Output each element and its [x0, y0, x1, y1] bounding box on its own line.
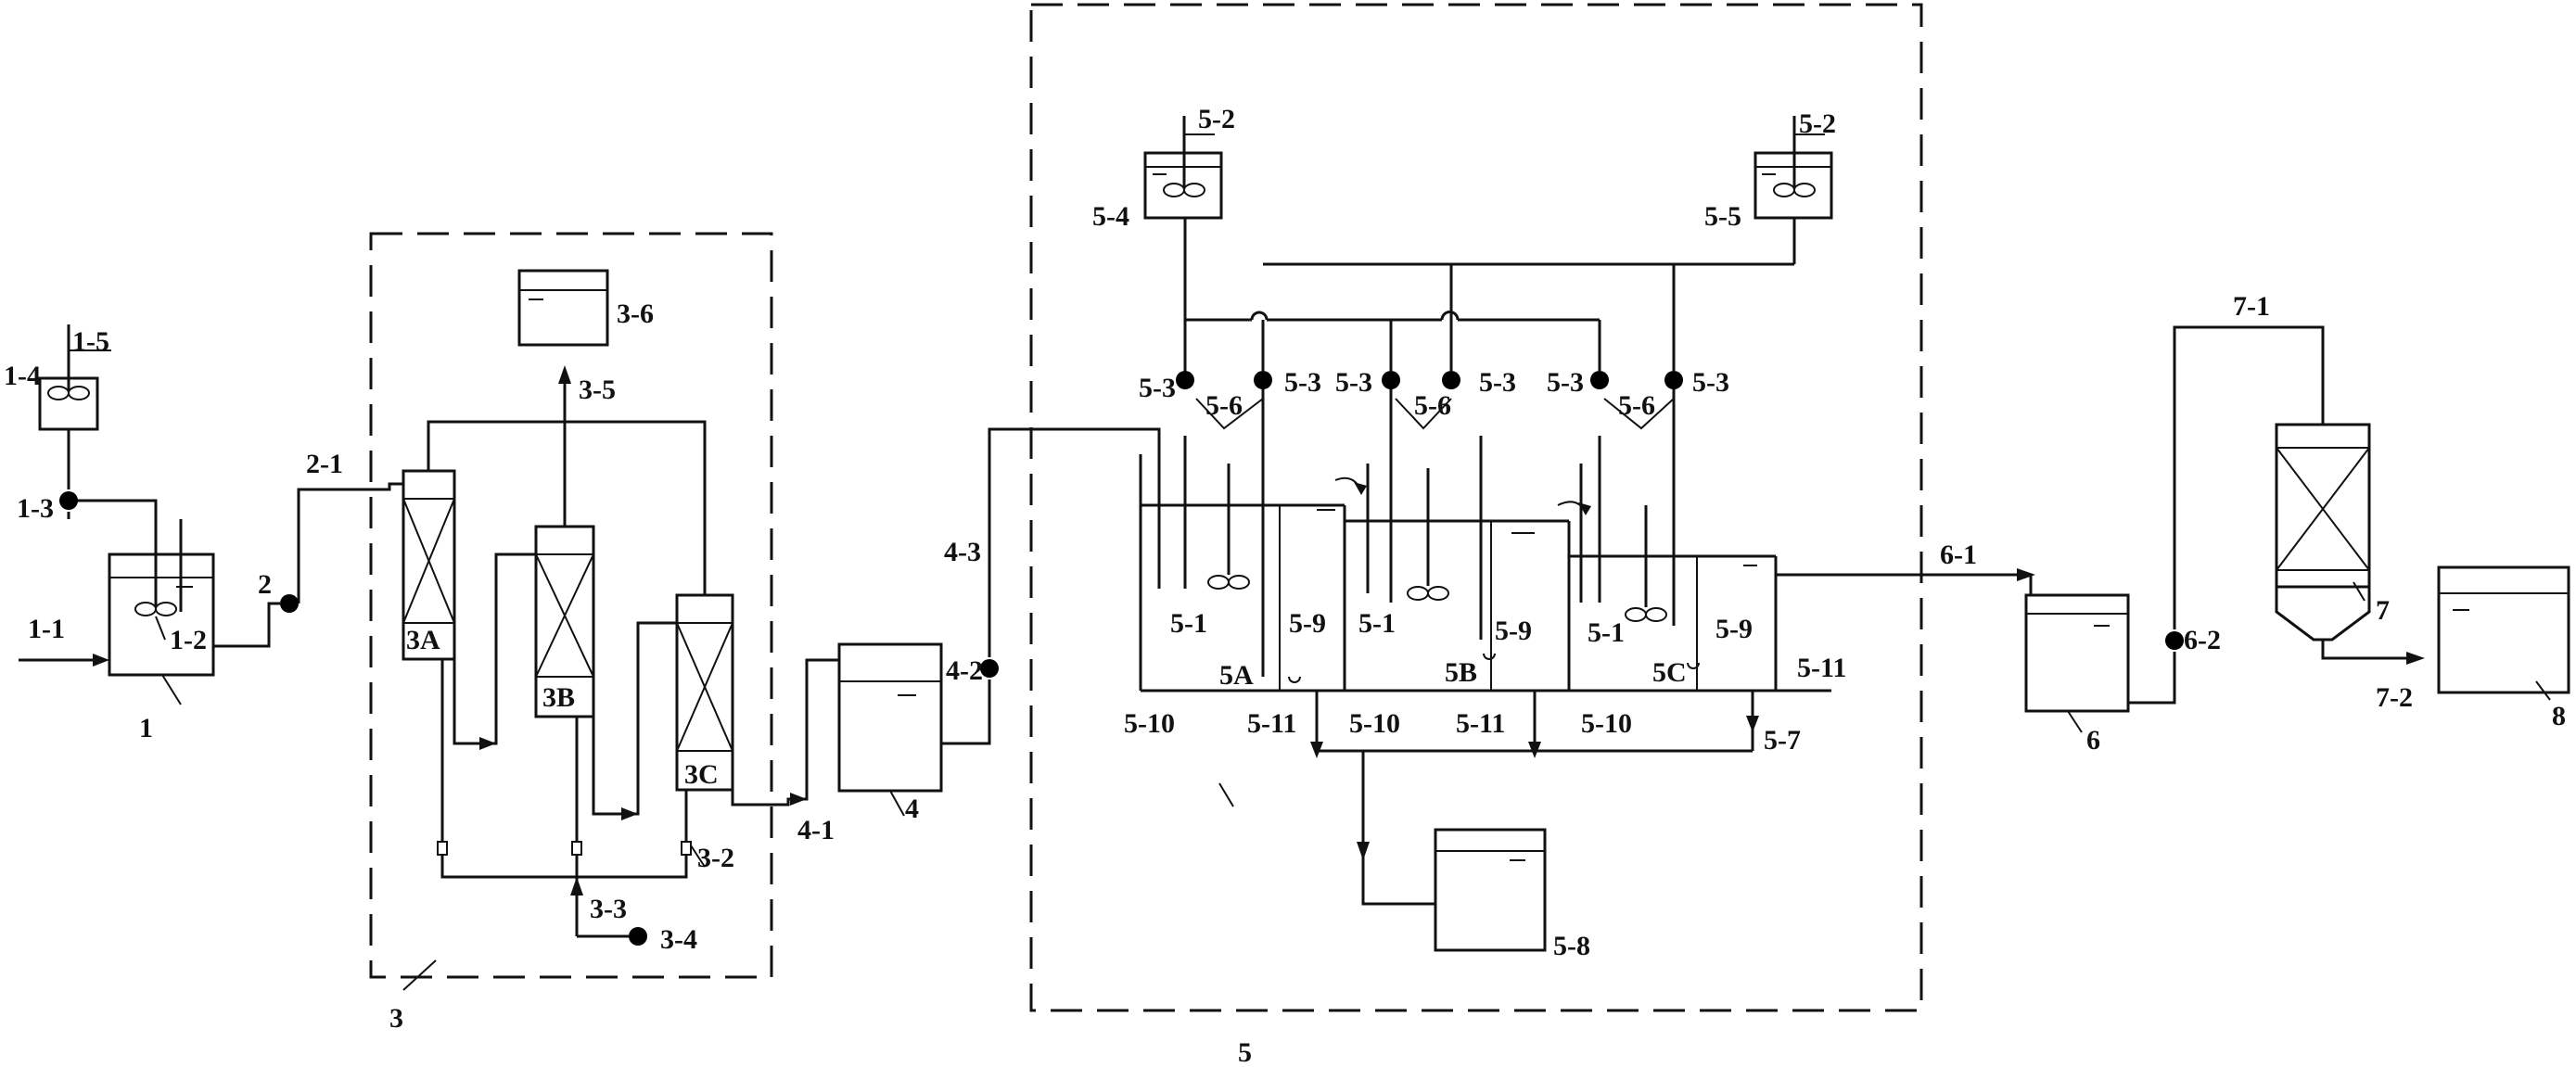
label-8: 8	[2552, 701, 2566, 731]
label-7-2: 7-2	[2376, 682, 2413, 713]
pump-5-3-icon	[1176, 371, 1194, 389]
label-5-3-f: 5-3	[1692, 367, 1729, 398]
label-4: 4	[905, 794, 919, 824]
label-5-2-a: 5-2	[1198, 104, 1235, 134]
label-5-5: 5-5	[1704, 201, 1741, 232]
label-5-11-b: 5-11	[1456, 708, 1505, 739]
label-3-4: 3-4	[660, 924, 697, 955]
label-5-6-b: 5-6	[1414, 390, 1451, 421]
label-3C: 3C	[684, 759, 719, 790]
label-5-3-c: 5-3	[1335, 367, 1372, 398]
label-1-3: 1-3	[17, 493, 54, 524]
unit-7-column	[2275, 423, 2425, 665]
label-5-6-a: 5-6	[1205, 390, 1243, 421]
label-3: 3	[389, 1003, 403, 1034]
pump-1-3-icon	[59, 491, 78, 510]
label-5-1-c: 5-1	[1588, 617, 1625, 648]
label-6-1: 6-1	[1940, 540, 1977, 570]
unit-4-tank	[837, 427, 1161, 817]
label-3-5: 3-5	[579, 375, 616, 405]
label-5-2-b: 5-2	[1799, 108, 1836, 139]
label-5-10-a: 5-10	[1124, 708, 1175, 739]
unit-3-column-system	[369, 232, 839, 991]
label-5-3-a: 5-3	[1139, 373, 1176, 403]
leader-5	[1218, 782, 1234, 807]
label-3A: 3A	[406, 625, 440, 655]
label-5-8: 5-8	[1553, 931, 1590, 961]
label-2-1: 2-1	[306, 449, 343, 479]
label-6: 6	[2086, 725, 2100, 756]
label-4-1: 4-1	[797, 815, 835, 845]
label-5-7: 5-7	[1764, 725, 1801, 756]
label-5-11-c: 5-11	[1797, 653, 1846, 683]
label-5-3-b: 5-3	[1284, 367, 1321, 398]
label-5-9-c: 5-9	[1715, 614, 1753, 644]
label-5-10-c: 5-10	[1581, 708, 1632, 739]
pump-5-3-icon	[1664, 371, 1683, 389]
inlet-arrow-icon	[93, 654, 109, 667]
labels: 1 1-1 1-2 1-3 1-4 1-5 2 2-1 3 3A 3B 3C 3…	[4, 104, 2566, 1067]
unit-8-tank	[2437, 565, 2570, 701]
label-1-2: 1-2	[170, 625, 207, 655]
label-3B: 3B	[542, 682, 575, 713]
label-4-3: 4-3	[944, 537, 981, 567]
label-5-11-a: 5-11	[1247, 708, 1296, 739]
pump-5-3-icon	[1590, 371, 1609, 389]
pump-5-3-icon	[1254, 371, 1272, 389]
pump-6-2-icon	[2165, 631, 2184, 650]
unit-1-feed-tank	[19, 519, 215, 705]
unit-1-4-dosing-tank	[38, 324, 158, 519]
label-5-1-b: 5-1	[1358, 608, 1396, 639]
label-5-3-d: 5-3	[1479, 367, 1516, 398]
unit-5-reactor-system	[1029, 3, 2035, 1012]
unit-6-tank	[2024, 325, 2325, 733]
label-5-3-e: 5-3	[1547, 367, 1584, 398]
label-3-2: 3-2	[697, 843, 734, 873]
label-3-6: 3-6	[617, 299, 654, 329]
label-7: 7	[2376, 595, 2390, 626]
label-5B: 5B	[1445, 657, 1477, 688]
label-1-5: 1-5	[72, 326, 109, 357]
label-2: 2	[258, 569, 272, 600]
pipe-2-1	[213, 482, 403, 648]
label-1-4: 1-4	[4, 361, 41, 391]
pump-2-icon	[280, 594, 299, 613]
label-5-4: 5-4	[1092, 201, 1129, 232]
label-5C: 5C	[1652, 657, 1687, 688]
label-5-10-b: 5-10	[1349, 708, 1400, 739]
label-1: 1	[139, 713, 153, 743]
label-4-2: 4-2	[946, 655, 983, 686]
label-6-2: 6-2	[2184, 625, 2221, 655]
pump-5-3-icon	[1442, 371, 1460, 389]
arrow-3-5-icon	[558, 365, 571, 384]
label-5: 5	[1238, 1037, 1252, 1067]
label-5-9-b: 5-9	[1495, 616, 1532, 646]
label-5A: 5A	[1219, 660, 1254, 691]
pump-4-2-icon	[980, 659, 999, 678]
pump-3-4-icon	[629, 927, 647, 946]
label-5-6-c: 5-6	[1618, 390, 1655, 421]
label-3-3: 3-3	[590, 894, 627, 924]
label-7-1: 7-1	[2233, 291, 2270, 322]
label-5-1-a: 5-1	[1170, 608, 1207, 639]
pump-5-3-icon	[1382, 371, 1400, 389]
label-5-9-a: 5-9	[1289, 608, 1326, 639]
label-1-1: 1-1	[28, 614, 65, 644]
